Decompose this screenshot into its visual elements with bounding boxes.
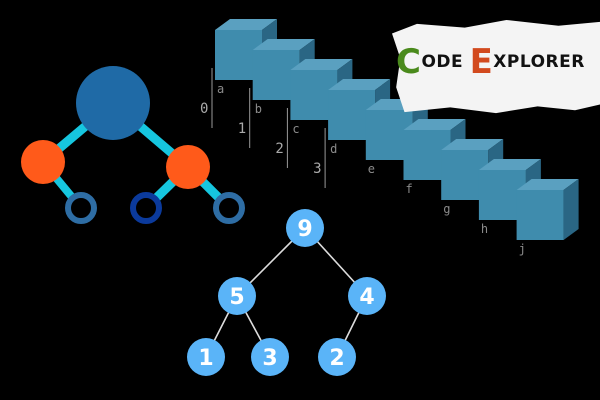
heap-node-label: 1 <box>198 346 213 371</box>
array-cell-top <box>252 39 315 50</box>
logo-initial-e: E <box>469 42 494 82</box>
array-blocks <box>215 19 579 240</box>
tree-leaf-node <box>130 192 162 224</box>
array-cell <box>516 179 579 240</box>
heap-node-label: 3 <box>262 346 277 371</box>
tree-leaf-node <box>213 192 245 224</box>
code-explorer-logo: CODE EXPLORER <box>396 42 600 82</box>
array-labels: a b c d e f g h j 0 1 2 3 <box>200 68 526 256</box>
heap-node-label: 5 <box>229 285 244 310</box>
heap-nodes: 9 5 4 1 3 2 <box>187 209 386 376</box>
array-cell-top <box>441 139 504 150</box>
array-letter-label: b <box>255 102 262 116</box>
tree-leaf-node <box>65 192 97 224</box>
heap-node-label: 2 <box>329 346 344 371</box>
array-letter-label: e <box>368 162 375 176</box>
logo-initial-c: C <box>396 42 422 82</box>
array-cell-side <box>563 179 579 240</box>
array-cell-front <box>516 190 564 240</box>
heap-node-label: 4 <box>359 285 374 310</box>
heap-node <box>286 209 324 247</box>
array-cell-top <box>403 119 466 130</box>
array-cell-top <box>290 59 353 70</box>
logo-brush-background <box>392 20 600 114</box>
tree-left-node <box>21 140 65 184</box>
tree-right-node <box>166 145 210 189</box>
heap-node <box>318 338 356 376</box>
array-index-label: 1 <box>238 121 246 137</box>
array-index-label: 3 <box>313 161 321 177</box>
array-index-label: 0 <box>200 101 208 117</box>
array-letter-label: f <box>406 182 413 196</box>
heap-node <box>218 277 256 315</box>
array-letter-label: a <box>217 82 224 96</box>
array-letter-label: h <box>481 222 488 236</box>
binary-tree-icon <box>21 66 245 224</box>
heap-node-label: 9 <box>297 217 312 242</box>
array-cell-top <box>215 19 277 30</box>
array-letter-label: c <box>292 122 299 136</box>
array-cell-top <box>478 159 541 170</box>
logo-word-explorer: XPLORER <box>493 52 585 72</box>
array-cell-top <box>516 179 579 190</box>
heap-node <box>251 338 289 376</box>
array-cell-top <box>328 79 391 90</box>
array-letter-label: d <box>330 142 337 156</box>
tree-root-node <box>76 66 150 140</box>
heap-node <box>187 338 225 376</box>
array-letter-label: g <box>443 202 450 216</box>
array-letter-label: j <box>519 242 526 256</box>
array-index-label: 2 <box>275 141 283 157</box>
logo-word-code: ODE <box>421 52 464 72</box>
heap-node <box>348 277 386 315</box>
